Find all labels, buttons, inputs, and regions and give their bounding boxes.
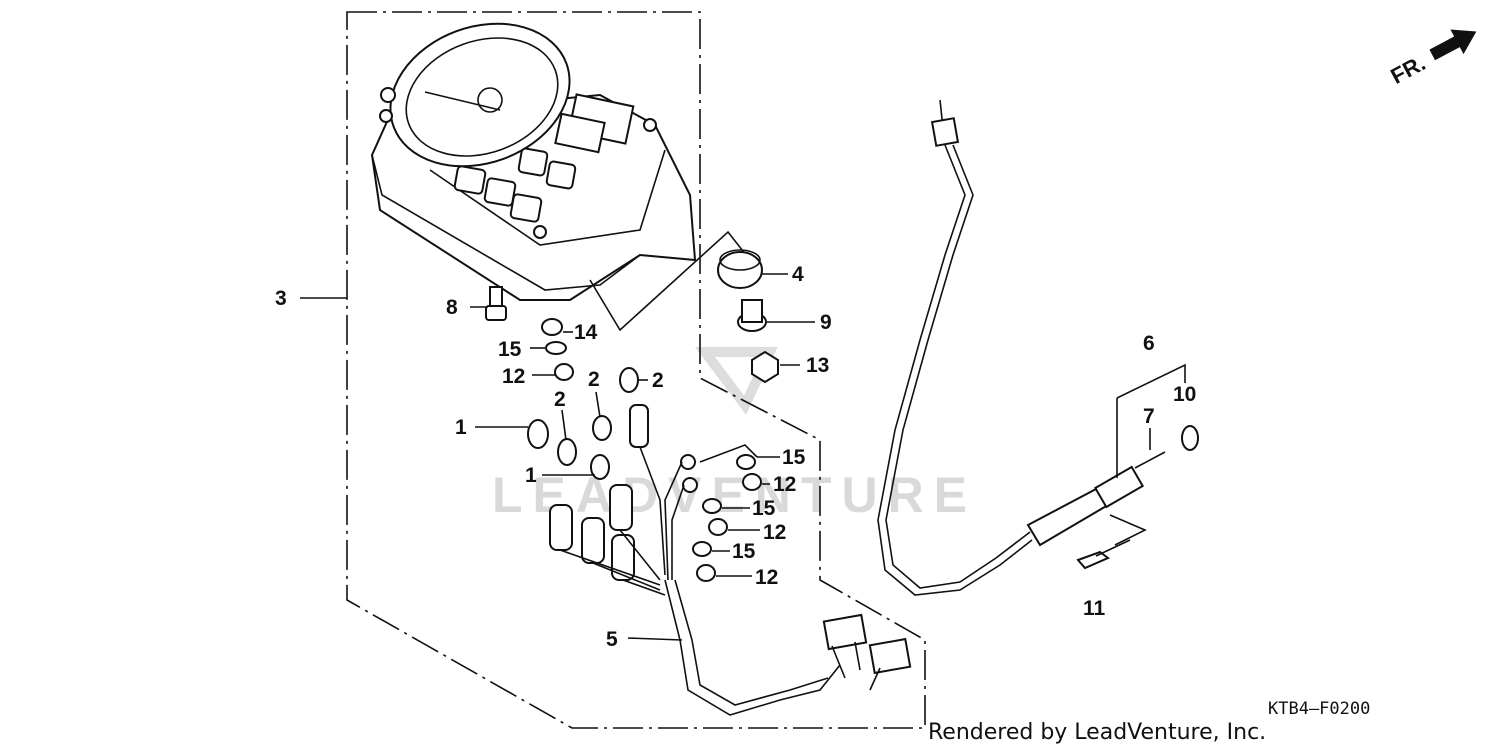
callout-1b: 1 xyxy=(525,464,537,487)
leader-housing xyxy=(589,230,751,332)
callout-15b: 15 xyxy=(782,446,806,469)
callout-15d: 15 xyxy=(732,540,756,563)
callout-2b: 2 xyxy=(652,369,664,392)
callout-5: 5 xyxy=(606,628,618,651)
speedometer-assembly xyxy=(370,22,697,301)
callout-15a: 15 xyxy=(498,338,522,361)
callout-13: 13 xyxy=(806,354,829,377)
wire-harness xyxy=(559,446,912,716)
part-glyphs xyxy=(485,249,779,582)
front-direction-indicator: FR. xyxy=(1386,29,1477,89)
callout-12d: 12 xyxy=(755,566,778,589)
callout-9: 9 xyxy=(820,311,832,334)
callout-8: 8 xyxy=(446,296,458,319)
callout-4: 4 xyxy=(792,263,804,286)
callout-12c: 12 xyxy=(763,521,786,544)
diagram-code: KTB4—F0200 xyxy=(1268,699,1370,719)
callout-12a: 12 xyxy=(502,365,525,388)
callout-15c: 15 xyxy=(752,497,776,520)
leader-lines xyxy=(300,273,1186,641)
assembly-outline xyxy=(346,11,926,729)
callout-6: 6 xyxy=(1143,332,1155,355)
callouts: 3 8 14 15 12 2 2 2 1 1 4 9 13 15 12 15 1… xyxy=(275,263,1196,651)
speedometer-cable xyxy=(877,99,1166,596)
footer-credit: Rendered by LeadVenture, Inc. xyxy=(928,720,1266,745)
callout-10: 10 xyxy=(1173,383,1196,406)
part-10-washer xyxy=(1181,425,1199,451)
callout-7: 7 xyxy=(1143,405,1155,428)
callout-3: 3 xyxy=(275,287,287,310)
callout-11: 11 xyxy=(1083,597,1106,620)
fr-label: FR. xyxy=(1386,50,1429,89)
callout-1a: 1 xyxy=(455,416,467,439)
callout-14: 14 xyxy=(574,321,598,344)
callout-12b: 12 xyxy=(773,473,796,496)
callout-2a: 2 xyxy=(588,368,600,391)
callout-2c: 2 xyxy=(554,388,566,411)
